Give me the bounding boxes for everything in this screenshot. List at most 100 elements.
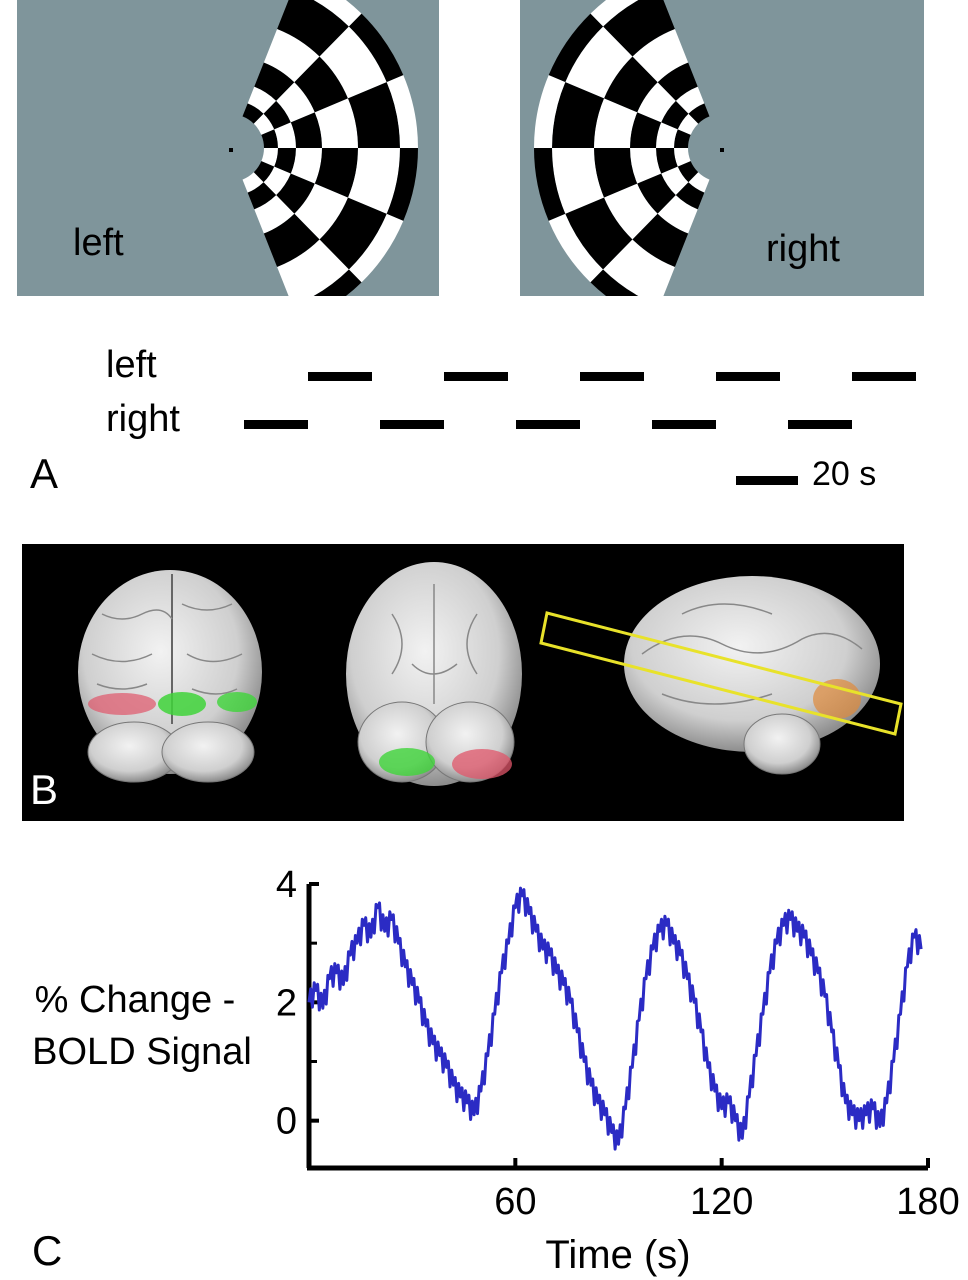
checkerboard-segment xyxy=(590,269,639,296)
posterior-view-brain xyxy=(78,570,262,783)
checkerboard-segment xyxy=(688,172,710,193)
right-stimulus-block xyxy=(516,420,580,429)
panel-letter-a: A xyxy=(30,450,59,497)
checkerboard-segment xyxy=(277,239,349,296)
checkerboard-segment xyxy=(313,0,362,27)
checkerboard-segment xyxy=(253,161,275,183)
checkerboard-segment xyxy=(677,113,699,135)
checkerboard-segment xyxy=(276,82,315,123)
checkerboard-segment xyxy=(661,166,689,196)
checkerboard-segment xyxy=(552,82,605,148)
panel-letter-b: B xyxy=(30,766,59,813)
y-tick-label: 2 xyxy=(276,982,297,1024)
x-tick-label: 60 xyxy=(494,1181,536,1223)
scale-bar xyxy=(736,476,798,485)
checkerboard-segment xyxy=(347,148,400,214)
checkerboard-segment xyxy=(261,129,278,148)
right-checkerboard-wedge xyxy=(534,0,710,296)
checkerboard-segment xyxy=(674,148,691,167)
checkerboard-segment xyxy=(290,112,322,148)
chart-axes xyxy=(306,884,928,1171)
checkerboard-segment xyxy=(548,13,604,83)
right-hemifield-stimulus: right xyxy=(520,0,924,296)
checkerboard-segment xyxy=(319,26,387,99)
checkerboard-segment xyxy=(263,100,291,130)
checkerboard-segment xyxy=(552,148,605,214)
right-stimulus-block xyxy=(788,420,852,429)
checkerboard-segment xyxy=(675,182,705,210)
checkerboard-segment xyxy=(348,13,404,83)
inferior-view-brain xyxy=(346,562,522,786)
x-tick-label: 120 xyxy=(690,1181,753,1223)
checkerboard-segment xyxy=(661,100,689,130)
checkerboard-segment xyxy=(294,183,348,240)
timeline-right-label: right xyxy=(106,398,180,440)
x-tick-label: 180 xyxy=(896,1181,959,1223)
left-checkerboard-wedge xyxy=(242,0,418,296)
checkerboard-segment xyxy=(261,148,278,167)
checkerboard-segment xyxy=(637,82,676,123)
checkerboard-segment xyxy=(254,195,295,234)
checkerboard-segment xyxy=(290,148,322,184)
checkerboard-segment xyxy=(277,0,349,57)
checkerboard-segment xyxy=(314,148,358,198)
left-stimulus-block xyxy=(716,372,780,381)
left-hemifield-stimulus: left xyxy=(17,0,439,296)
left-stimulus-block xyxy=(580,372,644,381)
checkerboard-segment xyxy=(274,122,296,148)
checkerboard-segment xyxy=(656,148,678,174)
checkerboard-segment xyxy=(247,86,277,114)
right-stimulus-block xyxy=(652,420,716,429)
checkerboard-segment xyxy=(319,197,387,270)
checkerboard-segment xyxy=(630,148,662,184)
checkerboard-segment xyxy=(630,112,662,148)
y-axis-label-line-1: % Change - xyxy=(35,979,236,1021)
checkerboard-segment xyxy=(534,75,566,148)
x-axis-label: Time (s) xyxy=(545,1233,690,1277)
checkerboard-segment xyxy=(348,213,404,283)
checkerboard-segment xyxy=(242,103,264,124)
fixation-point xyxy=(720,148,724,152)
checkerboard-segment xyxy=(565,26,633,99)
checkerboard-segment xyxy=(347,82,400,148)
checkerboard-segment xyxy=(294,56,348,113)
right-stimulus-block xyxy=(380,420,444,429)
checkerboard-segment xyxy=(657,195,698,234)
checkerboard-segment xyxy=(254,62,295,101)
y-axis-label-line-2: BOLD Signal xyxy=(32,1031,252,1073)
checkerboard-segment xyxy=(548,213,604,283)
y-tick-label: 0 xyxy=(276,1101,297,1143)
checkerboard-segment xyxy=(386,148,418,221)
checkerboard-segment xyxy=(263,28,320,83)
checkerboard-segment xyxy=(632,28,689,83)
checkerboard-segment xyxy=(674,129,691,148)
brain-views xyxy=(78,562,903,786)
checkerboard-segment xyxy=(263,166,291,196)
checkerboard-segment xyxy=(242,172,264,193)
checkerboard-segment xyxy=(603,239,675,296)
checkerboard-segment xyxy=(534,148,566,221)
panel-letter-c: C xyxy=(32,1227,62,1274)
checkerboard-segment xyxy=(688,103,710,124)
scale-bar-label: 20 s xyxy=(812,455,877,493)
checkerboard-segment xyxy=(604,56,658,113)
checkerboard-segment xyxy=(594,98,638,148)
checkerboard-segment xyxy=(263,213,320,268)
left-stimulus-block xyxy=(852,372,916,381)
checkerboard-segment xyxy=(677,161,699,183)
checkerboard-segment xyxy=(590,0,639,27)
checkerboard-segment xyxy=(657,62,698,101)
checkerboard-segment xyxy=(604,183,658,240)
checkerboard-segment xyxy=(253,113,275,135)
checkerboard-segment xyxy=(594,148,638,198)
right-stimulus-block xyxy=(244,420,308,429)
brain-renderings: B xyxy=(22,544,904,821)
left-stimulus-block xyxy=(308,372,372,381)
checkerboard-segment xyxy=(675,86,705,114)
checkerboard-segment xyxy=(314,98,358,148)
checkerboard-segment xyxy=(276,173,315,214)
timeline-left-label: left xyxy=(106,344,157,386)
fixation-point xyxy=(229,148,233,152)
